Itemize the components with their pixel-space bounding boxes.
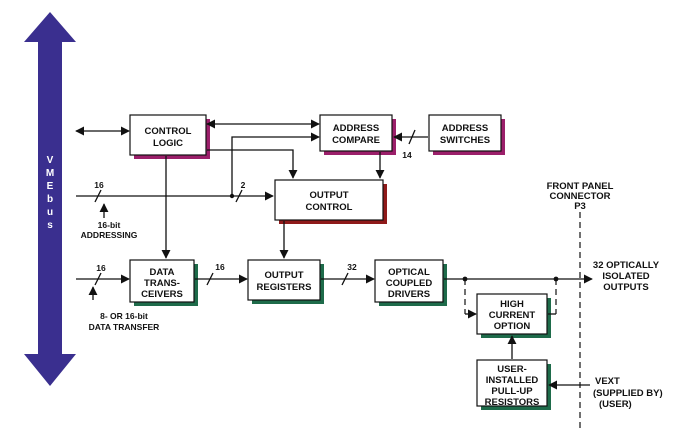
block-label: LOGIC bbox=[153, 138, 183, 149]
block-label: CEIVERS bbox=[141, 289, 183, 300]
block-label: REGISTERS bbox=[257, 282, 312, 293]
addressing-annotation: ADDRESSING bbox=[81, 230, 138, 240]
output-control-block: OUTPUT CONTROL bbox=[274, 179, 387, 224]
block-label: COMPARE bbox=[332, 135, 380, 146]
block-label: OPTION bbox=[494, 321, 531, 332]
vmebus-char: s bbox=[47, 220, 53, 231]
pullup-block: USER- INSTALLED PULL-UP RESISTORS bbox=[476, 359, 551, 410]
bus-width-slash bbox=[408, 129, 416, 145]
front-panel-label: P3 bbox=[574, 201, 586, 212]
block-label: RESISTORS bbox=[485, 397, 540, 408]
front-panel-label: CONNECTOR bbox=[549, 191, 610, 202]
block-label: HIGH bbox=[500, 299, 524, 310]
bus-width-slash bbox=[341, 272, 349, 286]
bus-width-slash bbox=[94, 189, 102, 203]
vext-label: (USER) bbox=[599, 399, 632, 410]
control-logic-block: CONTROL LOGIC bbox=[129, 114, 210, 159]
block-label: DATA bbox=[150, 267, 175, 278]
addressing-to-compare bbox=[231, 132, 320, 196]
block-label: CURRENT bbox=[489, 310, 536, 321]
data-transceivers-block: DATA TRANS- CEIVERS bbox=[129, 259, 198, 306]
block-label: SWITCHES bbox=[440, 135, 490, 146]
vext-label: VEXT bbox=[595, 376, 620, 387]
outputs-label: ISOLATED bbox=[602, 271, 649, 282]
vmebus-arrow bbox=[24, 12, 76, 386]
bus-width-slash bbox=[235, 189, 243, 203]
block-label: USER- bbox=[497, 364, 527, 375]
vmebus-char: M bbox=[46, 168, 54, 179]
block-label: ADDRESS bbox=[333, 123, 379, 134]
bus-width-label: 32 bbox=[347, 262, 357, 272]
bus-width-label: 16 bbox=[94, 180, 104, 190]
control-to-output-control bbox=[207, 149, 298, 179]
front-panel-label: FRONT PANEL bbox=[547, 181, 614, 192]
vmebus-char: V bbox=[47, 155, 54, 166]
block-label: PULL-UP bbox=[491, 386, 533, 397]
bus-width-label: 16 bbox=[215, 262, 225, 272]
block-label: ADDRESS bbox=[442, 123, 488, 134]
bus-width-label: 2 bbox=[241, 180, 246, 190]
optical-drivers-block: OPTICAL COUPLED DRIVERS bbox=[374, 259, 447, 306]
block-label: OPTICAL bbox=[388, 267, 430, 278]
vext-label: (SUPPLIED BY) bbox=[593, 388, 663, 399]
bus-width-slash bbox=[206, 272, 214, 286]
address-compare-block: ADDRESS COMPARE bbox=[319, 114, 396, 155]
vmebus-char: b bbox=[47, 194, 53, 205]
block-label: TRANS- bbox=[144, 278, 180, 289]
data-transfer-annotation: DATA TRANSFER bbox=[89, 322, 160, 332]
outputs-label: OUTPUTS bbox=[603, 282, 648, 293]
bus-width-label: 16 bbox=[96, 263, 106, 273]
addressing-annotation: 16-bit bbox=[98, 220, 121, 230]
output-registers-block: OUTPUT REGISTERS bbox=[247, 259, 324, 304]
block-label: INSTALLED bbox=[486, 375, 539, 386]
bus-width-slash bbox=[94, 272, 102, 286]
outputs-label: 32 OPTICALLY bbox=[593, 260, 660, 271]
block-label: OUTPUT bbox=[264, 270, 303, 281]
block-label: OUTPUT bbox=[309, 190, 348, 201]
block-label: CONTROL bbox=[145, 126, 192, 137]
block-label: COUPLED bbox=[386, 278, 433, 289]
bus-width-label: 14 bbox=[402, 150, 412, 160]
address-switches-block: ADDRESS SWITCHES bbox=[428, 114, 505, 155]
block-label: CONTROL bbox=[306, 202, 353, 213]
vmebus: V M E b u s bbox=[24, 12, 76, 386]
vmebus-char: E bbox=[47, 181, 54, 192]
high-current-block: HIGH CURRENT OPTION bbox=[476, 293, 551, 338]
block-label: DRIVERS bbox=[388, 289, 430, 300]
vmebus-char: u bbox=[47, 207, 53, 218]
data-transfer-annotation: 8- OR 16-bit bbox=[100, 311, 148, 321]
